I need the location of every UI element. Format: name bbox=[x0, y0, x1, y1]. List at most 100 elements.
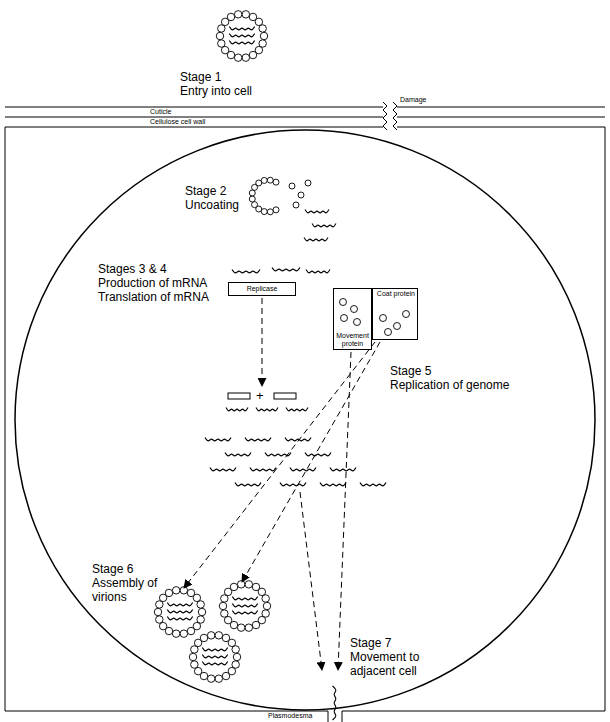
rna-strand bbox=[232, 270, 260, 273]
rna-strand bbox=[330, 468, 356, 471]
capsid-subunit bbox=[234, 54, 241, 61]
capsid-subunit bbox=[191, 661, 198, 668]
wall-line bbox=[5, 117, 605, 118]
virion-rna bbox=[202, 648, 227, 651]
dashed-arrow bbox=[300, 492, 322, 670]
capsid-subunit bbox=[261, 177, 267, 183]
virion-rna bbox=[202, 655, 227, 658]
dashed-arrow bbox=[338, 352, 351, 670]
rna-strand bbox=[306, 270, 330, 273]
damage-edge bbox=[383, 102, 387, 130]
capsid-subunit bbox=[249, 190, 255, 196]
capsid-subunit bbox=[252, 621, 259, 628]
stage-title: Stage 2 bbox=[185, 184, 226, 198]
cell-wall bbox=[5, 127, 6, 711]
rna-strand bbox=[285, 438, 311, 441]
capsid-subunit bbox=[242, 54, 249, 61]
virion-rna bbox=[229, 41, 254, 44]
node-text: Coat protein bbox=[377, 290, 415, 298]
protein-particle bbox=[351, 306, 358, 313]
capsid-subunit bbox=[197, 601, 204, 608]
moving-rna bbox=[333, 686, 336, 720]
virion-rna bbox=[232, 611, 257, 614]
capsid-subunit bbox=[172, 587, 179, 594]
wall-line bbox=[5, 107, 605, 108]
node-text: Movement protein bbox=[336, 332, 369, 348]
cell-wall bbox=[605, 127, 606, 711]
capsid-subunit bbox=[232, 646, 239, 653]
capsid-subunit bbox=[215, 675, 222, 682]
stage-text: Replication of genome bbox=[390, 378, 509, 392]
capsid-subunit bbox=[189, 653, 196, 660]
capsid-subunit bbox=[198, 608, 205, 615]
capsid-subunit bbox=[207, 675, 214, 682]
stage-text: Translation of mRNA bbox=[98, 290, 209, 304]
capsid-subunit bbox=[305, 180, 311, 186]
capsid-subunit bbox=[293, 202, 299, 208]
protein-particle bbox=[403, 311, 410, 318]
rna-strand bbox=[312, 224, 336, 227]
capsid-subunit bbox=[260, 32, 267, 39]
cell-drawing bbox=[5, 11, 605, 722]
stage-text: Production of mRNA bbox=[98, 276, 207, 290]
plasmodesma-wall bbox=[328, 711, 329, 722]
cell-membrane bbox=[15, 130, 595, 710]
capsid-subunit bbox=[298, 192, 304, 198]
virion-rna bbox=[167, 617, 192, 620]
capsid-subunit bbox=[252, 202, 258, 208]
rna-strand bbox=[225, 453, 251, 456]
rna-strand bbox=[304, 238, 328, 241]
wall-line bbox=[5, 127, 605, 128]
plus-sign: + bbox=[256, 388, 264, 403]
protein-particle bbox=[340, 299, 347, 306]
stage-text: Uncoating bbox=[185, 198, 239, 212]
capsid-subunit bbox=[259, 25, 266, 32]
virion-rna bbox=[202, 662, 227, 665]
rna-strand bbox=[205, 438, 231, 441]
replicase-bar bbox=[274, 393, 296, 399]
stage-text: Movement to adjacent cell bbox=[350, 650, 440, 678]
replicase-box: Replicase bbox=[228, 282, 296, 296]
plasmodesma-label: Plasmodesma bbox=[268, 712, 312, 720]
virion-rna bbox=[167, 610, 192, 613]
capsid-subunit bbox=[234, 11, 241, 18]
stage-text: Entry into cell bbox=[180, 84, 252, 98]
plasmodesma-wall bbox=[342, 711, 343, 722]
protein-particle bbox=[385, 329, 392, 336]
capsid-subunit bbox=[249, 51, 256, 58]
capsid-subunit bbox=[222, 672, 229, 679]
capsid-subunit bbox=[172, 630, 179, 637]
rna-strand bbox=[305, 453, 331, 456]
protein-box: Movement protein bbox=[333, 288, 372, 350]
stage-title: Stages 3 & 4 bbox=[98, 262, 167, 276]
capsid-subunit bbox=[289, 183, 295, 189]
rna-strand bbox=[272, 268, 300, 271]
capsid-subunit bbox=[154, 608, 161, 615]
protein-particle bbox=[380, 315, 387, 322]
capsid-subunit bbox=[165, 589, 172, 596]
capsid-subunit bbox=[200, 634, 207, 641]
virion-rna bbox=[167, 603, 192, 606]
dashed-arrow bbox=[262, 298, 263, 386]
dashed-arrow bbox=[242, 342, 380, 582]
damage-label: Damage bbox=[400, 96, 426, 104]
stage-title: Stage 1 bbox=[180, 70, 221, 84]
capsid-subunit bbox=[245, 624, 252, 631]
stage-text: Assembly of virions bbox=[92, 576, 172, 604]
capsid-subunit bbox=[273, 207, 279, 213]
capsid-subunit bbox=[156, 616, 163, 623]
capsid-subunit bbox=[219, 602, 226, 609]
capsid-subunit bbox=[221, 610, 228, 617]
stage-title: Stage 7 bbox=[350, 636, 391, 650]
virion-rna bbox=[229, 34, 254, 37]
rna-strand bbox=[250, 468, 276, 471]
capsid-subunit bbox=[233, 653, 240, 660]
protein-box: Coat protein bbox=[372, 288, 418, 340]
protein-particle bbox=[394, 323, 401, 330]
virion-rna bbox=[232, 597, 257, 600]
rna-strand bbox=[360, 483, 386, 486]
capsid-subunit bbox=[262, 595, 269, 602]
rna-strand bbox=[210, 468, 236, 471]
